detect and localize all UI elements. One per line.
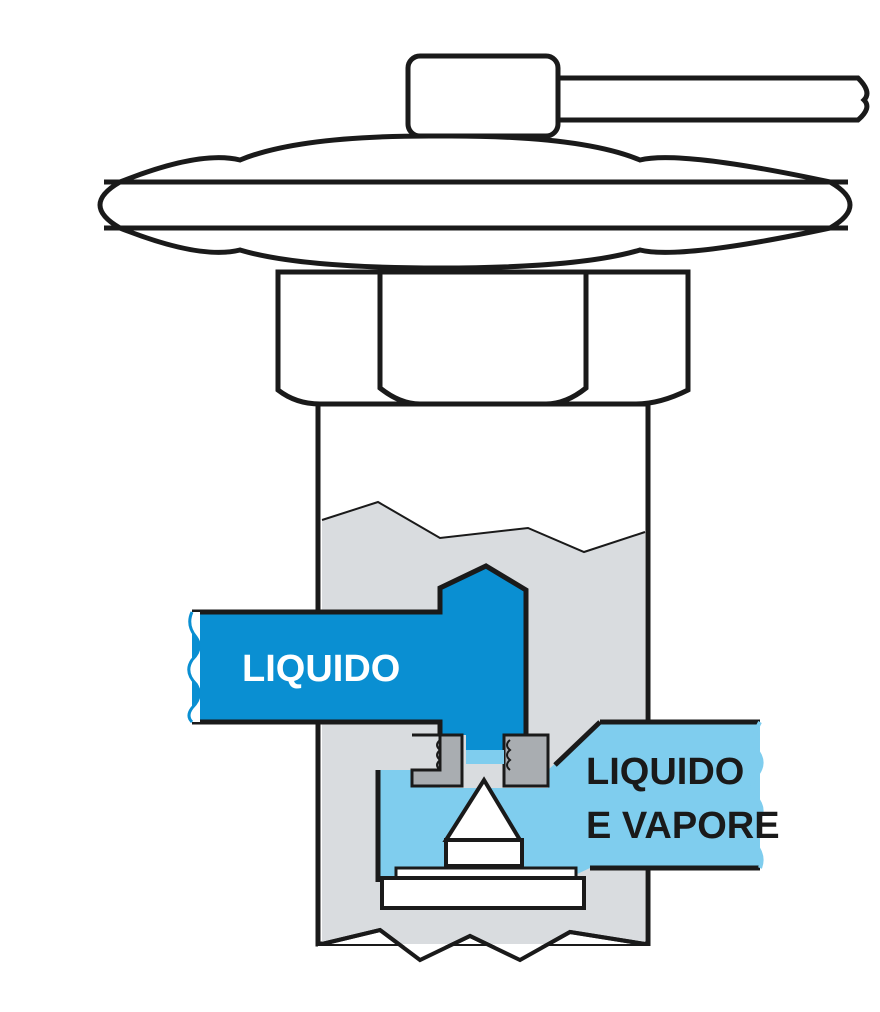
diaphragm-head: [97, 133, 853, 271]
orifice-seat: [410, 733, 550, 788]
valve-needle: [380, 776, 586, 910]
capillary-tube: [552, 75, 870, 123]
tube-connector: [405, 53, 561, 139]
outlet-label-line1: LIQUIDO: [586, 751, 744, 793]
inlet-pipe: [187, 563, 529, 756]
hex-nut: [275, 269, 691, 407]
inlet-label: LIQUIDO: [242, 648, 400, 690]
outlet-label-line2: E VAPORE: [586, 805, 780, 847]
